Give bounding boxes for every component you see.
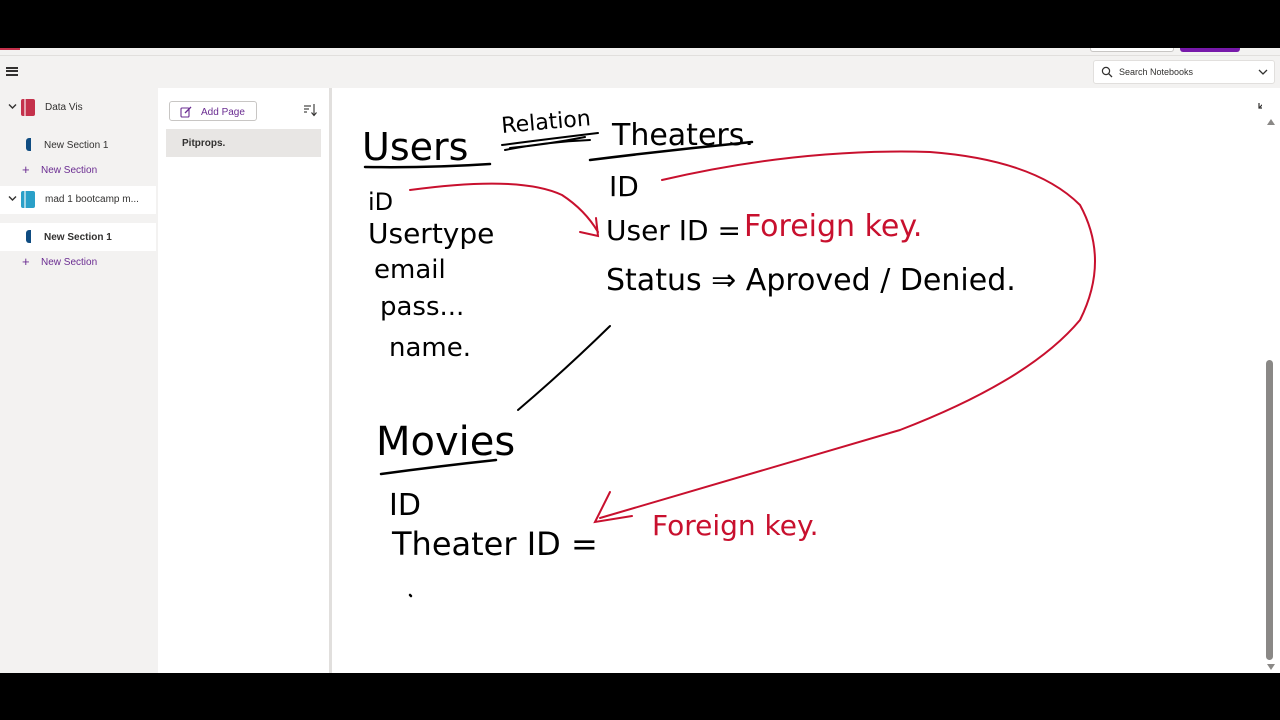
page-title: Pitprops.: [182, 138, 226, 149]
pane-divider[interactable]: [329, 88, 332, 673]
page-item-selected[interactable]: Pitprops.: [166, 129, 321, 157]
section-name: New Section 1: [44, 140, 109, 151]
screen-bottom-bar: [0, 673, 1280, 720]
section-tab-icon: [26, 230, 31, 243]
chevron-down-icon[interactable]: [1258, 66, 1268, 78]
section-name: New Section 1: [44, 232, 112, 243]
screen-top-bar: [0, 0, 1280, 48]
notebook-name: mad 1 bootcamp m...: [45, 194, 139, 205]
plus-icon: +: [22, 162, 30, 177]
hamburger-menu-icon[interactable]: [6, 65, 20, 79]
plus-icon: +: [22, 254, 30, 269]
chevron-down-icon[interactable]: [8, 102, 17, 111]
search-placeholder: Search Notebooks: [1119, 67, 1194, 77]
section-tab-icon: [26, 138, 31, 151]
notebook-icon: [21, 191, 35, 208]
brand-mark: [0, 48, 20, 50]
notebook-mad-1-bootcamp[interactable]: mad 1 bootcamp m...: [0, 186, 156, 214]
note-canvas[interactable]: [332, 88, 1262, 673]
new-page-icon: [180, 106, 192, 118]
notebooks-nav-pane: Data Vis New Section 1 + New Section mad…: [0, 88, 158, 673]
add-page-label: Add Page: [201, 107, 245, 118]
sort-pages-icon[interactable]: [303, 103, 317, 117]
toolbar-button[interactable]: [1090, 48, 1174, 52]
scrollbar-thumb[interactable]: [1266, 360, 1273, 660]
new-section-button[interactable]: + New Section: [0, 159, 156, 181]
notebook-data-vis[interactable]: Data Vis: [0, 94, 156, 122]
vertical-scrollbar[interactable]: [1262, 88, 1280, 673]
scroll-down-arrow-icon[interactable]: [1267, 664, 1275, 670]
add-page-button[interactable]: Add Page: [169, 101, 257, 121]
new-section-button[interactable]: + New Section: [0, 251, 156, 273]
chevron-down-icon[interactable]: [8, 194, 17, 203]
notebook-icon: [21, 99, 35, 116]
section-new-section-1-active[interactable]: New Section 1: [0, 223, 156, 251]
app-bar: [0, 56, 1280, 88]
new-section-label: New Section: [41, 257, 98, 268]
new-section-label: New Section: [41, 165, 98, 176]
section-new-section-1[interactable]: New Section 1: [0, 131, 156, 159]
share-button[interactable]: [1180, 48, 1240, 52]
search-notebooks-box[interactable]: Search Notebooks: [1093, 60, 1275, 84]
page-list-pane: Add Page Pitprops.: [158, 88, 329, 673]
scroll-up-arrow-icon[interactable]: [1267, 119, 1275, 125]
notebook-name: Data Vis: [45, 102, 83, 113]
title-bar-remnant: [0, 48, 1280, 56]
search-icon: [1101, 66, 1113, 78]
